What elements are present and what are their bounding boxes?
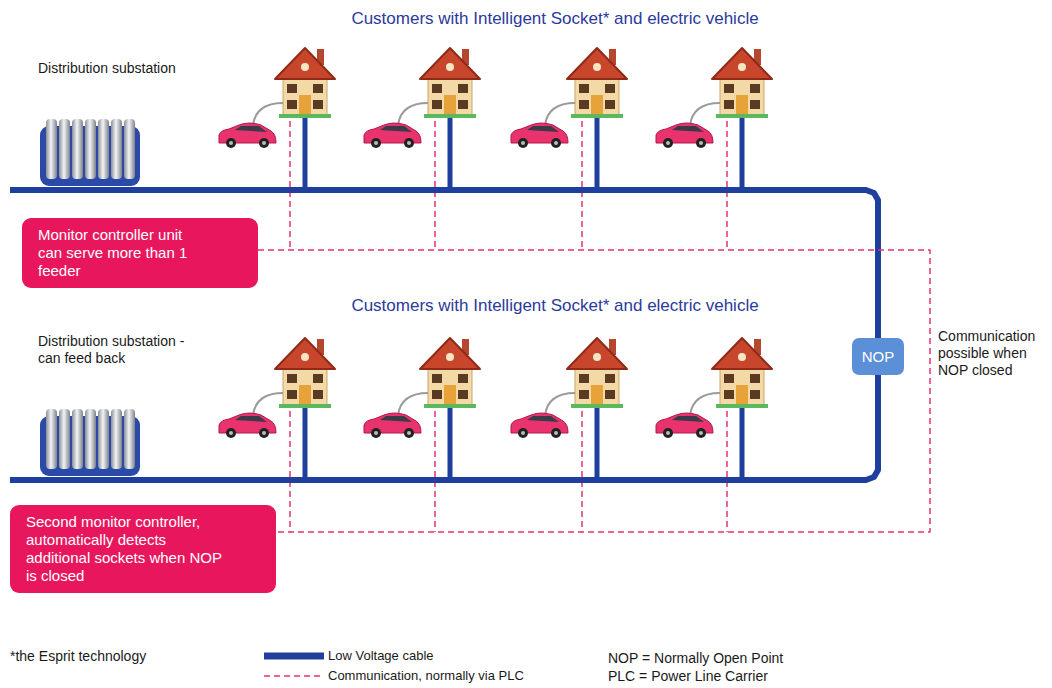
substation-icon	[40, 408, 140, 478]
legend-item: Low Voltage cable	[262, 648, 368, 663]
substation-icon	[40, 118, 140, 188]
service-cable	[595, 117, 600, 190]
house-icon	[275, 48, 335, 118]
electric-car	[364, 123, 421, 148]
legend-text: Low Voltage cable	[328, 648, 434, 663]
service-cable	[740, 407, 745, 480]
section-heading: Customers with Intelligent Socket* and e…	[290, 297, 820, 314]
substation-label: Distribution substation	[38, 60, 210, 77]
charging-lead	[253, 393, 283, 415]
callout-box: Second monitor controller, automatically…	[10, 505, 276, 593]
electric-car	[511, 413, 568, 438]
charging-lead	[398, 103, 428, 125]
charging-lead	[253, 103, 283, 125]
electric-car	[219, 413, 276, 438]
low-voltage-cable	[218, 190, 878, 338]
house-icon	[275, 338, 335, 408]
service-cable	[740, 117, 745, 190]
comm-drop	[581, 121, 583, 250]
legend-item: Communication, normally via PLC	[262, 668, 458, 683]
comm-drop	[289, 411, 291, 532]
charging-lead	[398, 393, 428, 415]
substation-node: Distribution substation	[38, 60, 218, 195]
cable-stub	[10, 187, 232, 193]
charging-lead	[690, 103, 720, 125]
service-cable	[448, 407, 453, 480]
service-cable	[303, 407, 308, 480]
legend-text: Communication, normally via PLC	[328, 668, 524, 683]
service-cable	[303, 117, 308, 190]
electric-car	[656, 413, 713, 438]
house-icon	[420, 338, 480, 408]
electric-car	[219, 123, 276, 148]
callout-text: Second monitor controller, automatically…	[26, 513, 231, 585]
substation-node: Distribution substation - can feed back	[38, 333, 218, 483]
legend-sample	[262, 669, 324, 683]
callout-box: Monitor controller unit can serve more t…	[22, 218, 258, 288]
service-cable	[595, 407, 600, 480]
charging-lead	[690, 393, 720, 415]
house-icon	[712, 338, 772, 408]
cable-stub	[10, 477, 232, 483]
comm-drop	[726, 411, 728, 532]
callout-text: Monitor controller unit can serve more t…	[38, 226, 193, 280]
abbreviation: NOP = Normally Open Point	[608, 650, 908, 667]
electric-car	[364, 413, 421, 438]
section-heading: Customers with Intelligent Socket* and e…	[290, 10, 820, 27]
nop-switch: NOP	[852, 338, 904, 375]
house-icon	[567, 338, 627, 408]
low-voltage-cable	[218, 375, 878, 480]
footnote: *the Esprit technology	[10, 648, 230, 665]
note: Communication possible when NOP closed	[938, 328, 1050, 379]
service-cable	[448, 117, 453, 190]
legend-sample	[262, 649, 324, 663]
electric-car	[511, 123, 568, 148]
comm-drop	[581, 411, 583, 532]
substation-label: Distribution substation - can feed back	[38, 333, 210, 367]
comm-drop	[289, 121, 291, 250]
charging-lead	[545, 393, 575, 415]
comm-drop	[434, 121, 436, 250]
house-icon	[420, 48, 480, 118]
nop-label: NOP	[858, 348, 898, 365]
electric-car	[656, 123, 713, 148]
house-icon	[567, 48, 627, 118]
communication-link	[258, 250, 930, 532]
house-icon	[712, 48, 772, 118]
comm-drop	[726, 121, 728, 250]
charging-lead	[545, 103, 575, 125]
comm-drop	[434, 411, 436, 532]
abbreviation: PLC = Power Line Carrier	[608, 668, 908, 685]
